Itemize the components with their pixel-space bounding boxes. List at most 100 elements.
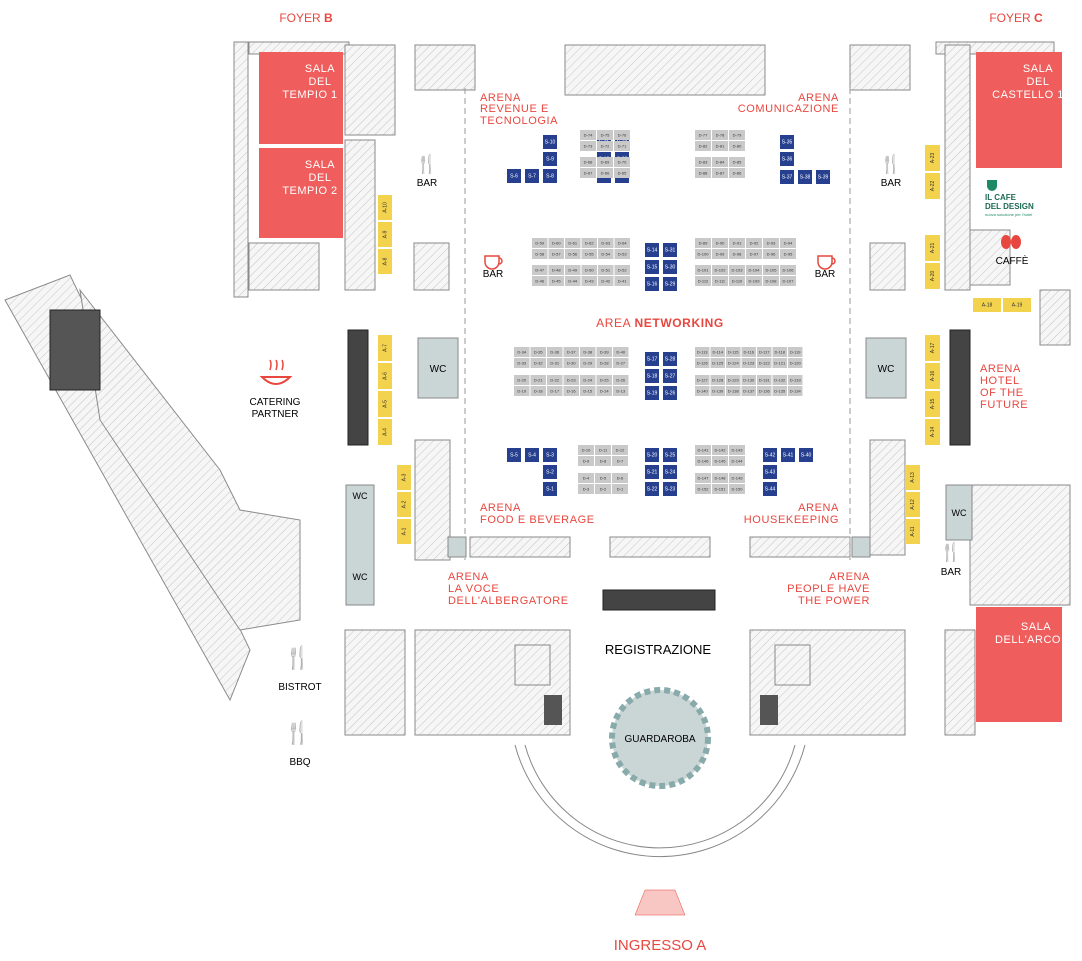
stand-d-103[interactable]: D-103 — [729, 265, 745, 275]
stand-a-20[interactable]: A-20 — [925, 263, 940, 289]
stand-d-144[interactable]: D-144 — [729, 456, 745, 466]
stand-d-40[interactable]: D-40 — [613, 347, 629, 357]
stand-d-31[interactable]: D-31 — [547, 358, 563, 368]
stand-d-147[interactable]: D-147 — [695, 473, 711, 483]
stand-d-15[interactable]: D-15 — [580, 386, 596, 396]
stand-d-120[interactable]: D-120 — [788, 358, 803, 368]
stand-d-114[interactable]: D-114 — [710, 347, 726, 357]
stand-d-9[interactable]: D-9 — [578, 456, 594, 466]
stand-s-37[interactable]: S-37 — [780, 170, 794, 184]
stand-s-43[interactable]: S-43 — [763, 465, 777, 479]
stand-d-132[interactable]: D-132 — [772, 375, 788, 385]
stand-d-18[interactable]: D-18 — [530, 386, 547, 396]
stand-d-4[interactable]: D-4 — [578, 473, 594, 483]
stand-d-98[interactable]: D-98 — [729, 249, 745, 259]
stand-d-135[interactable]: D-135 — [772, 386, 788, 396]
stand-a-18[interactable]: A-18 — [973, 298, 1001, 312]
stand-s-16[interactable]: S-16 — [645, 277, 659, 291]
stand-d-128[interactable]: D-128 — [710, 375, 726, 385]
stand-d-65[interactable]: D-65 — [614, 168, 630, 178]
stand-d-92[interactable]: D-92 — [746, 238, 762, 248]
stand-d-63[interactable]: D-63 — [598, 238, 614, 248]
stand-d-7[interactable]: D-7 — [612, 456, 628, 466]
stand-d-14[interactable]: D-14 — [596, 386, 613, 396]
stand-d-138[interactable]: D-138 — [726, 386, 741, 396]
stand-a-4[interactable]: A-4 — [378, 419, 392, 445]
stand-d-60[interactable]: D-60 — [548, 238, 565, 248]
stand-d-73[interactable]: D-73 — [580, 141, 596, 151]
stand-d-67[interactable]: D-67 — [580, 168, 596, 178]
stand-d-43[interactable]: D-43 — [581, 276, 598, 286]
stand-s-19[interactable]: S-19 — [645, 386, 659, 400]
stand-d-109[interactable]: D-109 — [746, 276, 762, 286]
stand-d-33[interactable]: D-33 — [514, 358, 530, 368]
stand-d-82[interactable]: D-82 — [695, 141, 711, 151]
stand-d-123[interactable]: D-123 — [741, 358, 757, 368]
stand-d-117[interactable]: D-117 — [757, 347, 772, 357]
stand-d-94[interactable]: D-94 — [780, 238, 796, 248]
stand-a-23[interactable]: A-23 — [925, 145, 940, 171]
stand-d-86[interactable]: D-86 — [729, 168, 745, 178]
stand-d-96[interactable]: D-96 — [763, 249, 779, 259]
stand-d-3[interactable]: D-3 — [578, 484, 594, 494]
stand-d-32[interactable]: D-32 — [530, 358, 547, 368]
stand-d-10[interactable]: D-10 — [578, 445, 594, 455]
stand-d-23[interactable]: D-23 — [563, 375, 580, 385]
stand-d-64[interactable]: D-64 — [614, 238, 631, 248]
stand-d-149[interactable]: D-149 — [729, 473, 745, 483]
stand-d-22[interactable]: D-22 — [547, 375, 563, 385]
stand-d-70[interactable]: D-70 — [614, 157, 630, 167]
stand-s-21[interactable]: S-21 — [645, 465, 659, 479]
stand-d-85[interactable]: D-85 — [729, 157, 745, 167]
stand-d-90[interactable]: D-90 — [712, 238, 728, 248]
stand-a-12[interactable]: A-12 — [905, 492, 920, 517]
stand-d-146[interactable]: D-146 — [695, 456, 711, 466]
stand-s-14[interactable]: S-14 — [645, 243, 659, 257]
room-tempio-1[interactable]: SALA DEL TEMPIO 1 — [259, 52, 343, 144]
stand-d-91[interactable]: D-91 — [729, 238, 745, 248]
stand-s-4[interactable]: S-4 — [525, 448, 539, 462]
stand-d-110[interactable]: D-110 — [729, 276, 745, 286]
stand-s-31[interactable]: S-31 — [663, 243, 677, 257]
stand-d-69[interactable]: D-69 — [597, 157, 613, 167]
stand-d-55[interactable]: D-55 — [581, 249, 598, 259]
stand-a-5[interactable]: A-5 — [378, 391, 392, 417]
bistrot[interactable]: 🍴 BISTROT — [278, 645, 321, 693]
stand-d-68[interactable]: D-68 — [580, 157, 596, 167]
stand-d-111[interactable]: D-111 — [712, 276, 728, 286]
stand-d-77[interactable]: D-77 — [695, 130, 711, 140]
stand-d-118[interactable]: D-118 — [772, 347, 788, 357]
stand-s-25[interactable]: S-25 — [663, 448, 677, 462]
stand-d-80[interactable]: D-80 — [729, 141, 745, 151]
stand-d-78[interactable]: D-78 — [712, 130, 728, 140]
stand-d-116[interactable]: D-116 — [741, 347, 757, 357]
stand-d-125[interactable]: D-125 — [710, 358, 726, 368]
stand-d-56[interactable]: D-56 — [565, 249, 581, 259]
stand-d-1[interactable]: D-1 — [612, 484, 628, 494]
stand-d-76[interactable]: D-76 — [614, 130, 630, 140]
stand-d-83[interactable]: D-83 — [695, 157, 711, 167]
stand-d-38[interactable]: D-38 — [580, 347, 596, 357]
stand-d-133[interactable]: D-133 — [788, 375, 803, 385]
stand-d-102[interactable]: D-102 — [712, 265, 728, 275]
bar-top-left[interactable]: 🍴 BAR — [416, 153, 438, 189]
stand-d-115[interactable]: D-115 — [726, 347, 741, 357]
stand-d-126[interactable]: D-126 — [695, 358, 710, 368]
stand-d-50[interactable]: D-50 — [581, 265, 598, 275]
stand-d-6[interactable]: D-6 — [612, 473, 628, 483]
stand-d-54[interactable]: D-54 — [598, 249, 614, 259]
stand-s-26[interactable]: S-26 — [663, 386, 677, 400]
stand-a-19[interactable]: A-19 — [1003, 298, 1031, 312]
stand-d-119[interactable]: D-119 — [788, 347, 803, 357]
stand-s-28[interactable]: S-28 — [663, 352, 677, 366]
stand-d-57[interactable]: D-57 — [548, 249, 565, 259]
stand-a-14[interactable]: A-14 — [925, 419, 940, 445]
stand-d-5[interactable]: D-5 — [595, 473, 611, 483]
stand-d-34[interactable]: D-34 — [514, 347, 530, 357]
stand-d-130[interactable]: D-130 — [741, 375, 757, 385]
stand-d-104[interactable]: D-104 — [746, 265, 762, 275]
bbq[interactable]: 🍴 BBQ — [284, 720, 311, 768]
stand-d-124[interactable]: D-124 — [726, 358, 741, 368]
stand-a-17[interactable]: A-17 — [925, 335, 940, 361]
stand-s-18[interactable]: S-18 — [645, 369, 659, 383]
